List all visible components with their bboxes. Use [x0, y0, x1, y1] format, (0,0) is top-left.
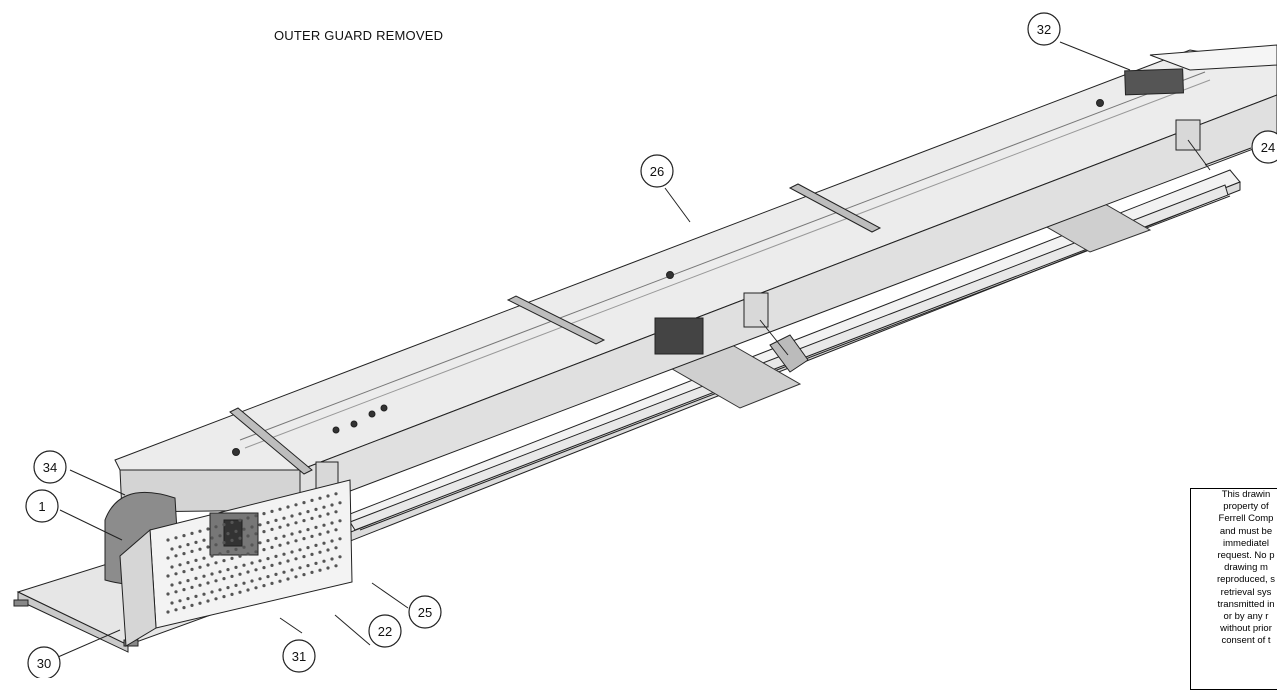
notice-line: request. No p	[1217, 550, 1275, 562]
callout-31: 31	[282, 639, 316, 673]
callout-label-34: 34	[43, 460, 57, 475]
notice-line: and must be	[1219, 525, 1273, 537]
callout-label-1: 1	[38, 499, 45, 514]
callout-label-31: 31	[292, 649, 306, 664]
notice-line: reproduced, s	[1216, 574, 1276, 586]
support-brackets	[315, 119, 1211, 495]
guard-perforations	[166, 492, 342, 614]
callout-25: 25	[408, 595, 442, 629]
pan-details	[232, 99, 1104, 456]
notice-line: or by any r	[1223, 611, 1269, 623]
callout-26: 26	[640, 154, 674, 188]
notice-line: immediatel	[1223, 537, 1269, 549]
callout-24: 24	[1251, 130, 1277, 164]
notice-line: Ferrell Comp	[1218, 513, 1274, 525]
proprietary-notice: This drawin property of Ferrell Comp and…	[1190, 488, 1277, 690]
callout-32: 32	[1027, 12, 1061, 46]
callout-label-26: 26	[650, 164, 664, 179]
main-pan	[114, 44, 1277, 513]
leader-lines	[57, 41, 1252, 658]
notice-line: This drawin	[1221, 489, 1271, 500]
callout-label-22: 22	[378, 624, 392, 639]
notice-line: property of	[1223, 501, 1269, 513]
callout-label-25: 25	[418, 605, 432, 620]
callout-label-32: 32	[1037, 22, 1051, 37]
callout-30: 30	[27, 646, 61, 680]
notice-line: retrieval sys	[1220, 586, 1272, 598]
callout-1: 1	[25, 489, 59, 523]
notice-line: without prior	[1220, 623, 1272, 635]
callout-label-30: 30	[37, 656, 51, 671]
callout-22: 22	[368, 614, 402, 648]
drawing-caption: OUTER GUARD REMOVED	[274, 28, 444, 43]
notice-line: consent of t	[1221, 635, 1271, 647]
drive-guard	[104, 479, 353, 647]
pan-straps	[229, 183, 882, 475]
notice-line: drawing m	[1224, 562, 1268, 574]
notice-line: transmitted in	[1217, 598, 1275, 610]
callout-34: 34	[33, 450, 67, 484]
callout-label-24: 24	[1261, 140, 1275, 155]
